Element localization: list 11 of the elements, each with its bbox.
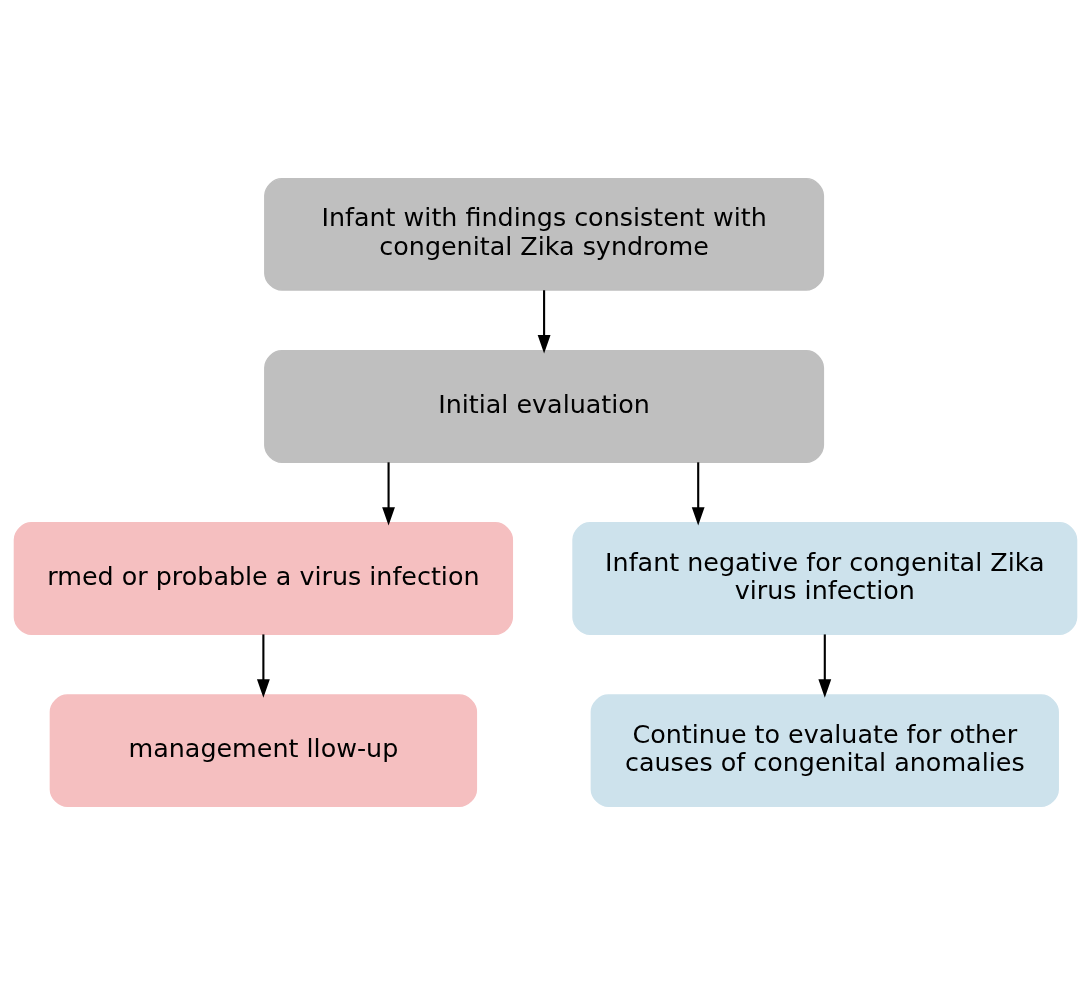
node-box: Continue to evaluate for other causes of congenital anomalies: [590, 693, 1059, 807]
arrow: [256, 633, 270, 698]
node-box: Infant negative for congenital Zika virus infection: [572, 521, 1078, 635]
node-box: Initial evaluation: [264, 349, 825, 463]
node-box: rmed or probable a virus infection: [13, 521, 514, 635]
arrow: [818, 633, 832, 698]
node-box: Infant with findings consistent with congenital Zika syndrome: [264, 177, 825, 291]
arrow: [691, 461, 705, 526]
arrow: [382, 461, 395, 526]
node-box: management llow-up: [49, 693, 478, 807]
arrow: [537, 289, 551, 353]
